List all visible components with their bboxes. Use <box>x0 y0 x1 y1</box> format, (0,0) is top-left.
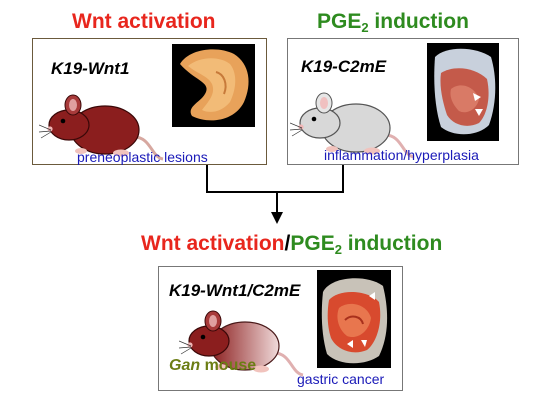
gan-mouse-word: mouse <box>200 357 257 374</box>
gan-word: Gan <box>169 357 201 374</box>
title-combined-subscript: 2 <box>334 242 342 257</box>
mouse-illustration-gradient <box>179 310 304 377</box>
mouse-illustration-gray <box>290 92 415 159</box>
title-combined-pge: PGE <box>290 232 335 255</box>
panel-label-k19-wnt1-c2me: K19-Wnt1/C2mE <box>169 281 301 300</box>
title-combined-induction: induction <box>341 232 443 255</box>
panel-label-k19-wnt1: K19-Wnt1 <box>51 59 130 78</box>
stomach-photo-inflammation <box>427 43 499 141</box>
panel-k19-wnt1: K19-Wnt1 preneoplastic lesions <box>32 38 267 165</box>
title-pge: PGE <box>317 10 362 33</box>
mouse-illustration-brown <box>39 94 164 161</box>
panel-k19-wnt1-c2me: K19-Wnt1/C2mE Gan mouse g <box>158 266 403 391</box>
caption-preneoplastic-lesions: preneoplastic lesions <box>77 149 208 165</box>
title-induction: induction <box>368 10 469 33</box>
title-combined-slash: / <box>284 232 291 255</box>
gan-mouse-label: Gan mouse <box>169 357 256 375</box>
caption-inflammation-hyperplasia: inflammation/hyperplasia <box>324 147 479 163</box>
title-pge2-induction: PGE2 induction <box>317 10 469 34</box>
title-wnt-activation: Wnt activation <box>72 10 216 33</box>
title-combined-wnt: Wnt activation <box>141 232 285 255</box>
stomach-photo-preneoplastic <box>172 44 255 127</box>
stomach-photo-gastric-cancer <box>317 270 391 368</box>
panel-label-k19-c2me: K19-C2mE <box>301 57 387 76</box>
title-pge-subscript: 2 <box>361 20 369 35</box>
panel-k19-c2me: K19-C2mE inflammation/hyperplasia <box>287 38 519 165</box>
title-combined: Wnt activation/PGE2 induction <box>141 232 442 256</box>
caption-gastric-cancer: gastric cancer <box>297 371 385 387</box>
